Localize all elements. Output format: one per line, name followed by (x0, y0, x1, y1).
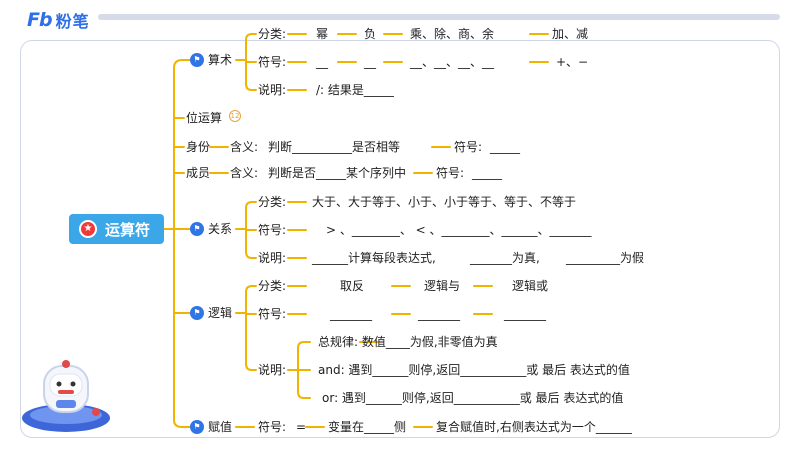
node-bitwise[interactable]: 位运算 (186, 111, 223, 125)
logic-cat-not: 取反 (340, 279, 365, 293)
arith-sym-muldiv: __、__、__、__ (410, 55, 495, 69)
member-meaning: 判断是否_____某个序列中 (268, 166, 407, 180)
relation-note-a: ______计算每段表达式, (312, 251, 436, 265)
assign-note-a: 变量在_____侧 (328, 420, 407, 434)
fenbi-logo: Fb 粉笔 (27, 8, 90, 32)
identity-symbol: _____ (490, 140, 520, 154)
flag-icon: ⚑ (190, 222, 204, 236)
arith-cat-addsub: 加、减 (552, 27, 589, 41)
identity-meaning: 判断__________是否相等 (268, 140, 401, 154)
node-arithmetic[interactable]: 算术 (208, 53, 233, 67)
arith-sym-negative: __ (364, 55, 376, 69)
arith-symbol-label: 符号: (258, 55, 287, 69)
star-icon: ★ (79, 220, 97, 238)
arith-note-label: 说明: (258, 83, 287, 97)
identity-symbol-label: 符号: (454, 140, 483, 154)
identity-meaning-label: 含义: (230, 140, 259, 154)
assign-note-b: 复合赋值时,右侧表达式为一个______ (436, 420, 632, 434)
node-assignment[interactable]: 赋值 (208, 420, 233, 434)
arith-cat-power: 幂 (316, 27, 329, 41)
assign-symbol-label: 符号: (258, 420, 287, 434)
title-bar-rule (98, 14, 780, 20)
logic-category-label: 分类: (258, 279, 287, 293)
member-meaning-label: 含义: (230, 166, 259, 180)
logic-note-label: 说明: (258, 363, 287, 377)
logic-symbol-label: 符号: (258, 307, 287, 321)
arith-note: /: 结果是_____ (316, 83, 394, 97)
logic-sym-or: _______ (504, 307, 546, 321)
root-label: 运算符 (105, 220, 151, 239)
logic-cat-or: 逻辑或 (512, 279, 549, 293)
logic-general-rule: 总规律: 数值____为假,非零值为真 (318, 335, 498, 349)
member-symbol-label: 符号: (436, 166, 465, 180)
logic-sym-and: _______ (418, 307, 460, 321)
logo-text: 粉笔 (55, 12, 90, 31)
flag-icon: ⚑ (190, 420, 204, 434)
logic-and-rule: and: 遇到______则停,返回___________或 最后 表达式的值 (318, 363, 630, 377)
arith-cat-negative: 负 (364, 27, 377, 41)
relation-note-label: 说明: (258, 251, 287, 265)
logic-cat-and: 逻辑与 (424, 279, 461, 293)
flag-icon: ⚑ (190, 306, 204, 320)
node-logical[interactable]: 逻辑 (208, 306, 233, 320)
relation-symbols: > 、________、 < 、________、______、_______ (326, 223, 592, 237)
node-membership[interactable]: 成员 (186, 166, 211, 180)
flag-icon: ⚑ (190, 53, 204, 67)
arith-sym-power: __ (316, 55, 328, 69)
arith-sym-addsub: +、− (556, 55, 589, 69)
count-badge-icon: 12 (229, 110, 241, 122)
logo-mark: Fb (27, 9, 53, 31)
logic-or-rule: or: 遇到______则停,返回___________或 最后 表达式的值 (322, 391, 624, 405)
relation-note-b: _______为真, (470, 251, 540, 265)
relation-symbol-label: 符号: (258, 223, 287, 237)
member-symbol: _____ (472, 166, 502, 180)
relation-note-c: _________为假 (566, 251, 645, 265)
arith-cat-muldiv: 乘、除、商、余 (410, 27, 495, 41)
node-relational[interactable]: 关系 (208, 222, 233, 236)
astronaut-mascot-icon (22, 360, 110, 432)
relation-category-label: 分类: (258, 195, 287, 209)
assign-symbol: = (296, 420, 307, 434)
arith-category-label: 分类: (258, 27, 287, 41)
logic-sym-not: _______ (330, 307, 372, 321)
root-node-operators[interactable]: ★ 运算符 (69, 214, 164, 244)
node-identity[interactable]: 身份 (186, 140, 211, 154)
relation-categories: 大于、大于等于、小于、小于等于、等于、不等于 (312, 195, 577, 209)
